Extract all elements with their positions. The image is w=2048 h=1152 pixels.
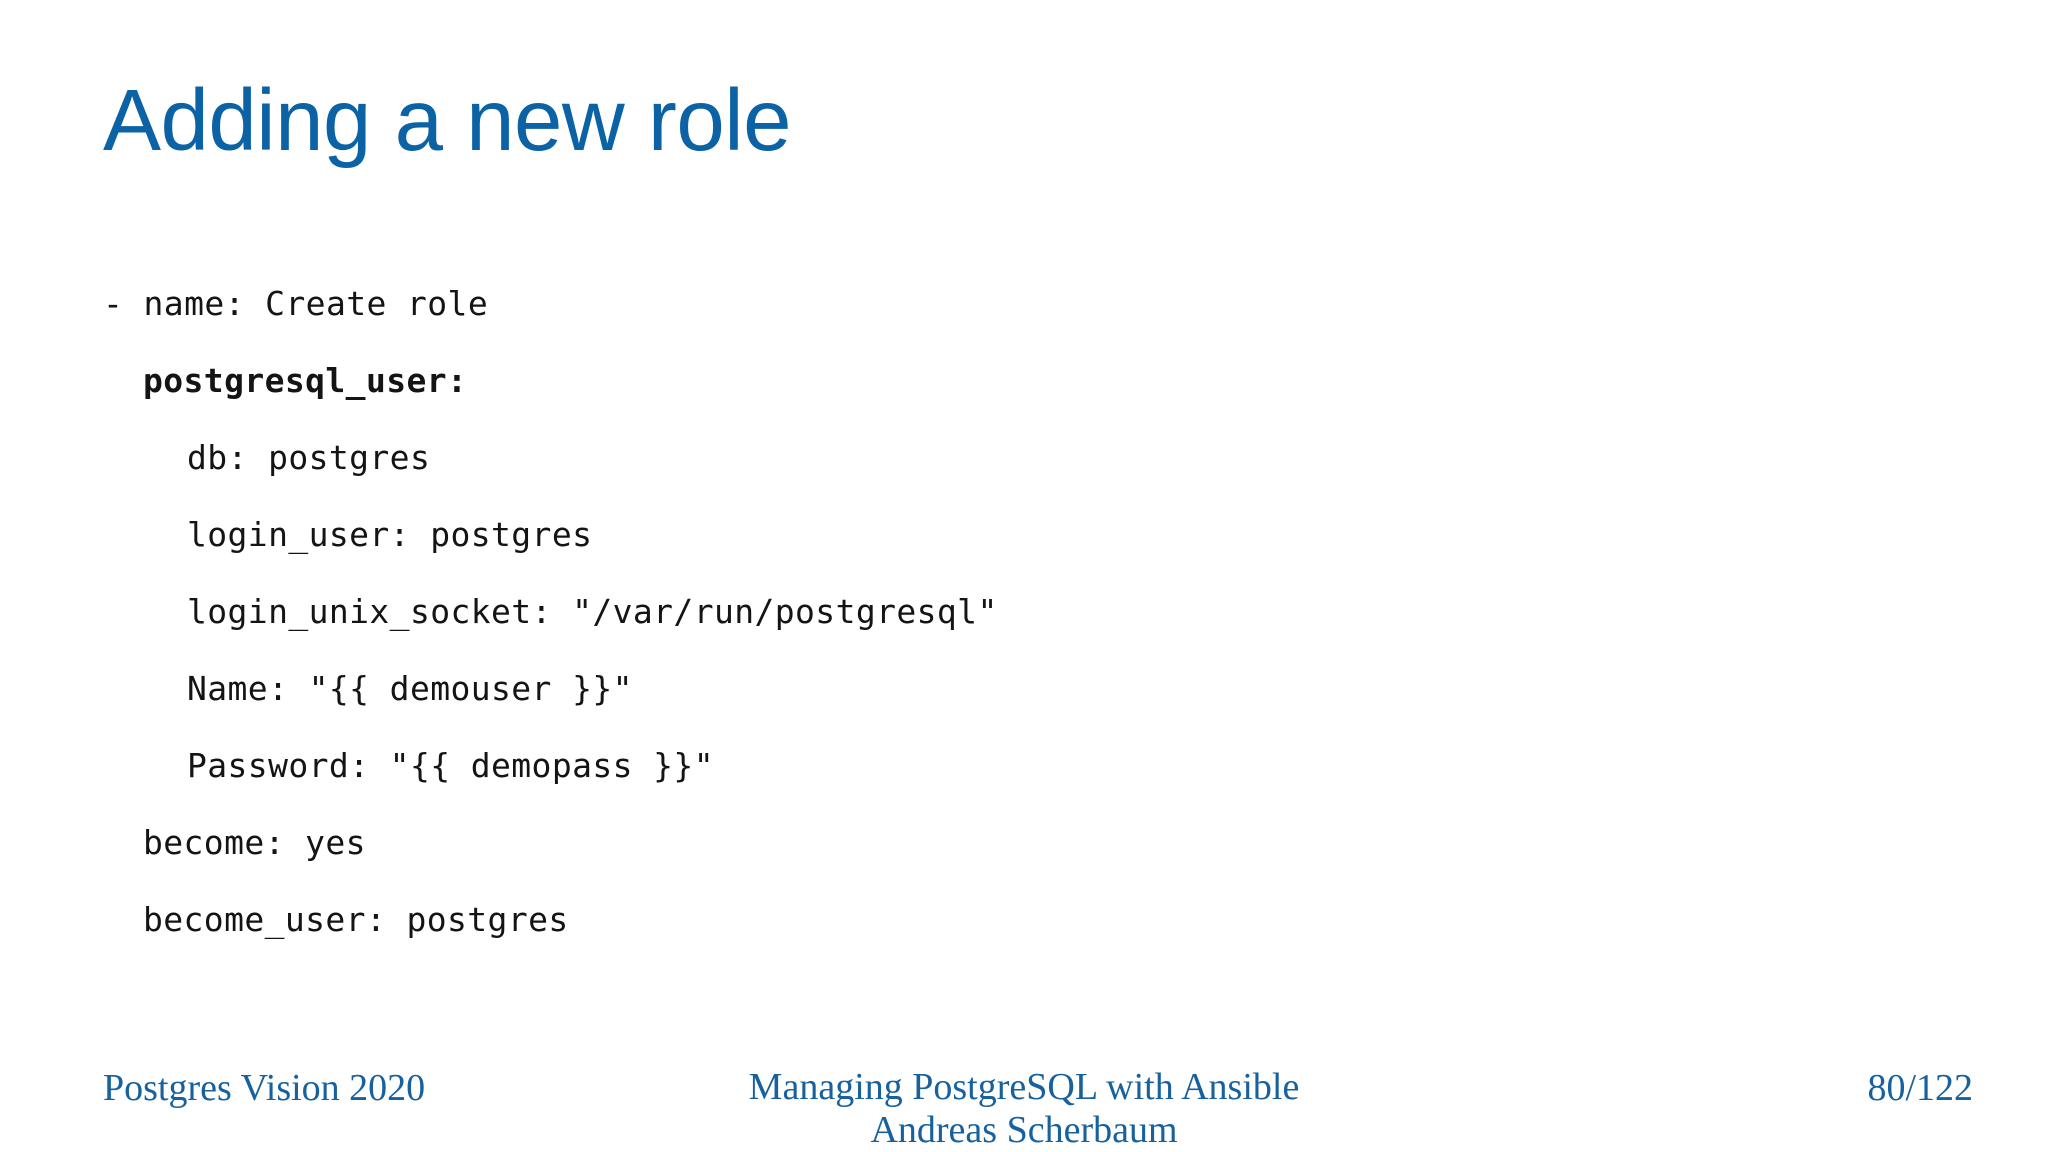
- code-line: postgresql_user:: [143, 361, 468, 400]
- slide-number: 80/122: [1867, 1067, 1973, 1109]
- code-line: db: postgres: [187, 438, 431, 477]
- code-line: become_user: postgres: [143, 900, 569, 939]
- code-line: become: yes: [143, 823, 366, 862]
- code-line: Password: "{{ demopass }}": [187, 746, 714, 785]
- code-line: Name: "{{ demouser }}": [187, 669, 633, 708]
- footer-event-name: Postgres Vision 2020: [103, 1067, 426, 1109]
- code-line: - name: Create role: [103, 284, 489, 323]
- slide-footer: Postgres Vision 2020 Managing PostgreSQL…: [0, 1022, 2048, 1152]
- code-block: - name: Create role postgresql_user: db: p…: [103, 265, 1943, 958]
- code-line: login_unix_socket: "/var/run/postgresql": [187, 592, 998, 631]
- footer-presentation-info: Managing PostgreSQL with Ansible Andreas…: [749, 1066, 1300, 1151]
- page-title: Adding a new role: [103, 72, 791, 169]
- footer-talk-title: Managing PostgreSQL with Ansible: [748, 1066, 1300, 1108]
- code-line: login_user: postgres: [187, 515, 593, 554]
- footer-author: Andreas Scherbaum: [870, 1108, 1178, 1151]
